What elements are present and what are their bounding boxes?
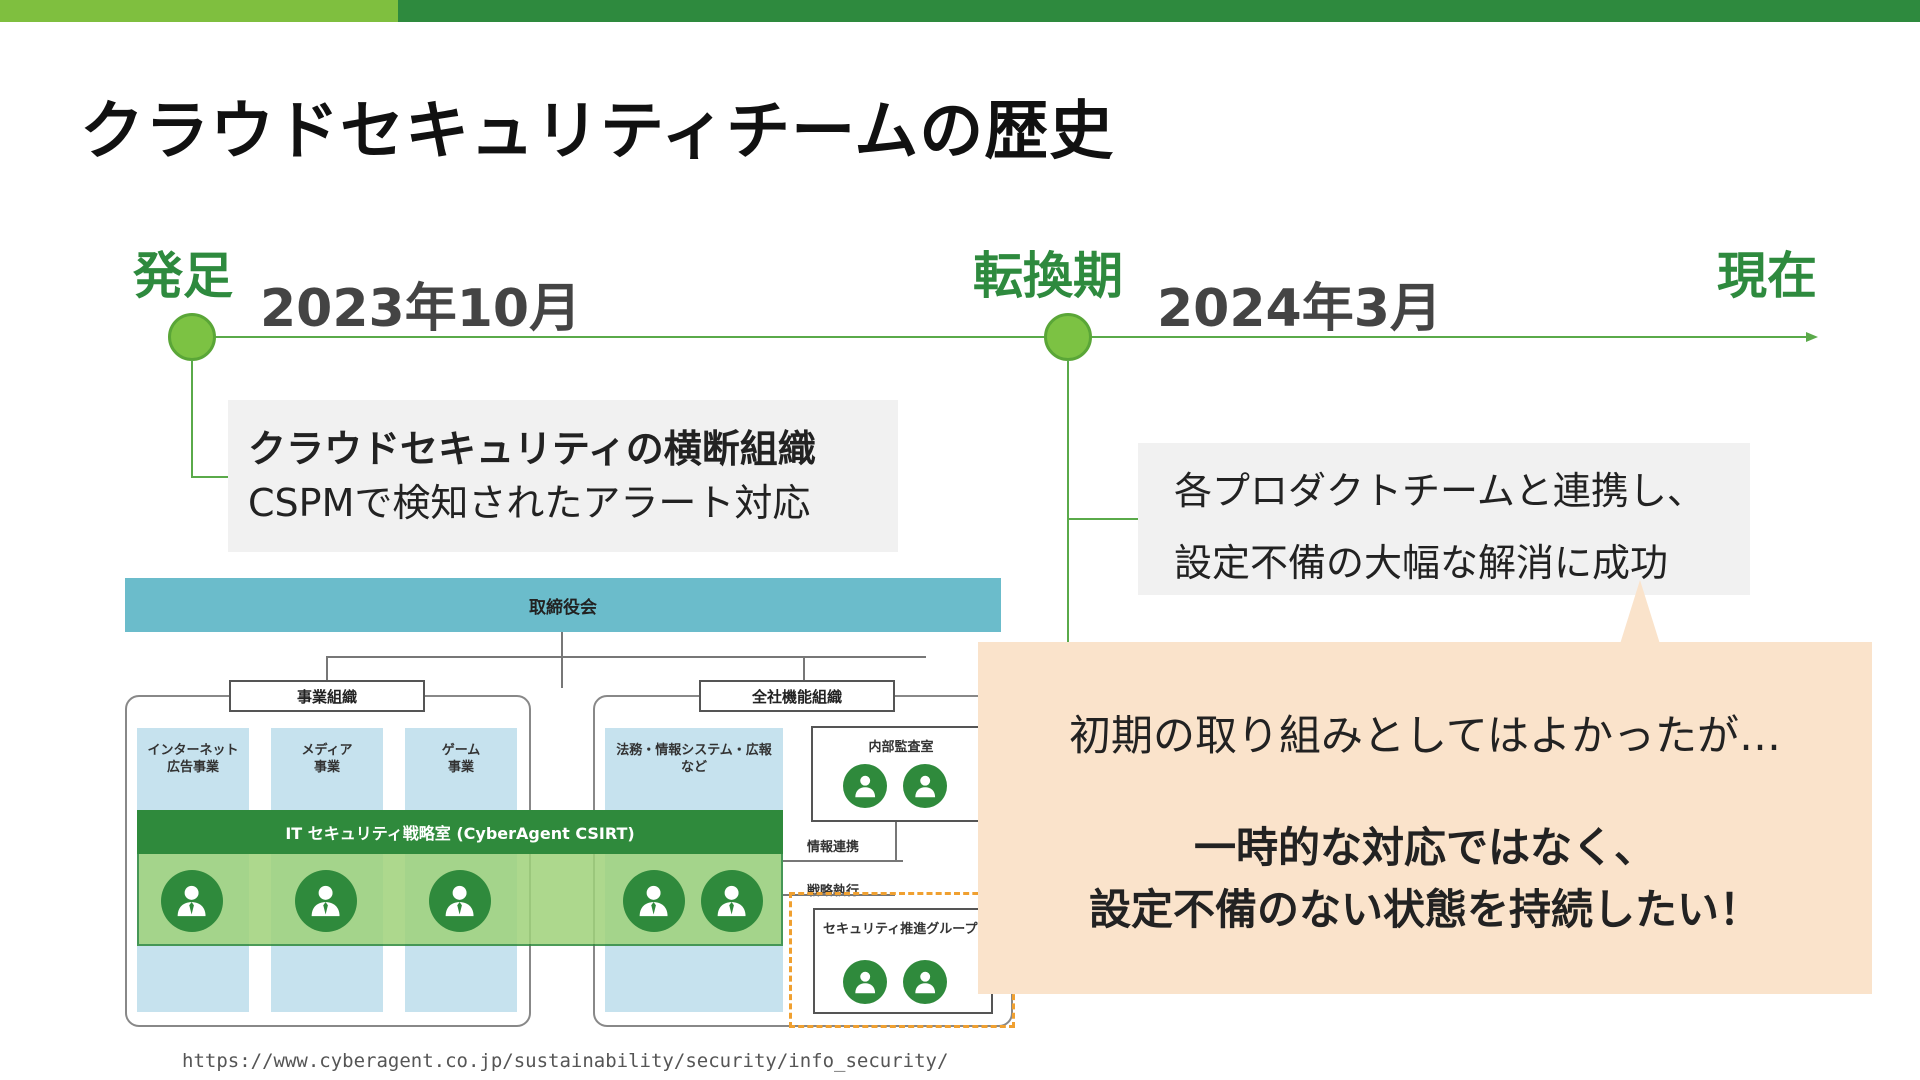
- top-accent-bar-highlight: [0, 0, 398, 22]
- person-icon: [161, 870, 223, 932]
- person-icon: [701, 870, 763, 932]
- org-connector: [561, 632, 563, 688]
- person-icon: [295, 870, 357, 932]
- org-connector: [326, 656, 926, 658]
- org-internal-audit: 内部監査室: [811, 726, 991, 822]
- org-promotion-group: セキュリティ推進グループ: [813, 908, 993, 1014]
- org-board: 取締役会: [125, 578, 1001, 632]
- org-connector: [895, 822, 897, 862]
- timeline-arrow-icon: [1806, 332, 1818, 342]
- source-url: https://www.cyberagent.co.jp/sustainabil…: [182, 1050, 949, 1072]
- org-internal-audit-label: 内部監査室: [868, 740, 934, 755]
- timeline-axis: [190, 336, 1808, 338]
- connector-start-vertical: [191, 360, 193, 478]
- org-corporate-label: 全社機能組織: [699, 680, 895, 712]
- org-business-label: 事業組織: [229, 680, 425, 712]
- person-icon: [429, 870, 491, 932]
- callout-line2: 一時的な対応ではなく、: [1193, 823, 1656, 872]
- phase-start-label: 発足: [133, 247, 233, 305]
- connector-transition-vertical: [1067, 360, 1069, 642]
- org-info-link-label: 情報連携: [807, 840, 860, 855]
- org-connector: [783, 860, 903, 862]
- initial-role-line2: CSPMで検知されたアラート対応: [248, 481, 811, 525]
- slide-title: クラウドセキュリティチームの歴史: [80, 95, 1115, 169]
- initial-role-line1: クラウドセキュリティの横断組織: [248, 427, 816, 471]
- callout-box: 初期の取り組みとしてはよかったが… 一時的な対応ではなく、 設定不備のない状態を…: [978, 642, 1872, 994]
- org-chart-image: 取締役会 事業組織 全社機能組織 インターネット 広告事業 メディア 事業 ゲー…: [123, 578, 1023, 1033]
- callout-emphasis: 一時的な対応ではなく、 設定不備のない状態を持続したい！: [978, 817, 1872, 941]
- callout-line1: 初期の取り組みとしてはよかったが…: [1069, 711, 1781, 760]
- connector-transition-horizontal: [1067, 518, 1139, 520]
- org-connector: [783, 894, 895, 896]
- org-connector: [803, 656, 805, 690]
- transition-result-box: 各プロダクトチームと連携し、 設定不備の大幅な解消に成功: [1138, 443, 1750, 595]
- transition-result-line2: 設定不備の大幅な解消に成功: [1174, 541, 1669, 585]
- top-accent-bar: [0, 0, 1920, 22]
- phase-current-label: 現在: [1717, 247, 1817, 305]
- transition-result-line1: 各プロダクトチームと連携し、: [1174, 469, 1705, 513]
- date-transition-label: 2024年3月: [1157, 279, 1442, 339]
- phase-transition-label: 転換期: [973, 247, 1123, 305]
- person-icon: [903, 764, 947, 808]
- connector-start-horizontal: [191, 476, 229, 478]
- initial-role-box: クラウドセキュリティの横断組織 CSPMで検知されたアラート対応: [228, 400, 898, 552]
- person-icon: [903, 960, 947, 1004]
- date-start-label: 2023年10月: [260, 279, 582, 339]
- timeline-dot-transition: [1044, 313, 1092, 361]
- callout-line3: 設定不備のない状態を持続したい！: [1088, 885, 1761, 934]
- person-icon: [623, 870, 685, 932]
- org-connector: [326, 656, 328, 690]
- org-promotion-label: セキュリティ推進グループ: [823, 922, 978, 937]
- person-icon: [843, 960, 887, 1004]
- person-icon: [843, 764, 887, 808]
- timeline-dot-start: [168, 313, 216, 361]
- callout-pointer: [1620, 580, 1660, 644]
- org-csirt-label: IT セキュリティ戦略室 (CyberAgent CSIRT): [137, 810, 783, 854]
